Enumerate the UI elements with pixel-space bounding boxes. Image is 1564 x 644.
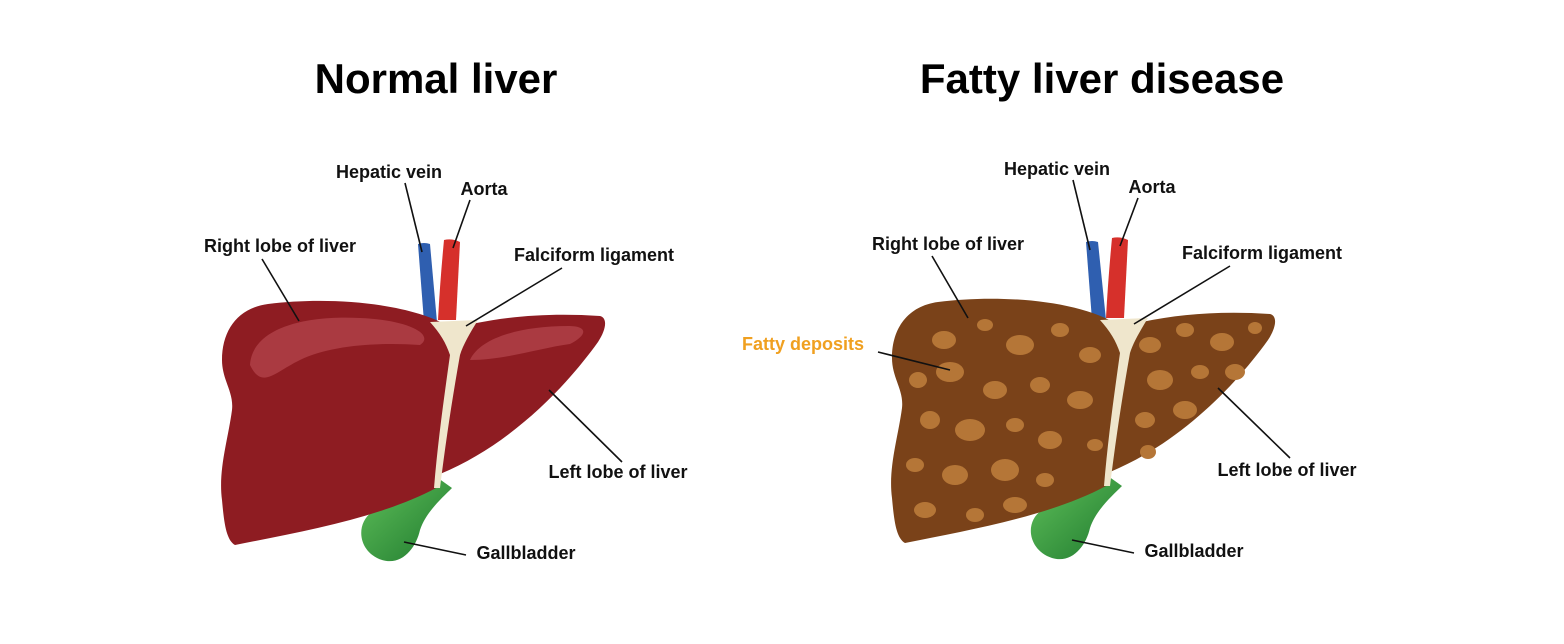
normal-falciform-ligament <box>430 320 478 488</box>
fat-deposit <box>1003 497 1027 513</box>
fatty-label-right-lobe: Right lobe of liver <box>872 234 1024 254</box>
fat-deposit <box>1051 323 1069 337</box>
fatty-label-hepatic-vein: Hepatic vein <box>1004 159 1110 179</box>
normal-label-left-lobe: Left lobe of liver <box>548 462 687 482</box>
fatty-falciform-ligament <box>1100 318 1148 486</box>
fat-deposit <box>1038 431 1062 449</box>
fat-deposit <box>977 319 993 331</box>
normal-hepatic-vein <box>418 243 437 322</box>
fat-deposit <box>991 459 1019 481</box>
normal-liver-panel: Normal liver Hepatic vein Aorta Right lo… <box>204 55 688 563</box>
fat-deposit <box>932 331 956 349</box>
fat-deposit <box>920 411 940 429</box>
fatty-hepatic-vein <box>1086 241 1106 320</box>
normal-gallbladder <box>361 478 452 562</box>
fatty-gallbladder <box>1030 476 1122 560</box>
normal-left-lobe-highlight <box>470 326 584 360</box>
fatty-deposits <box>906 319 1262 522</box>
fat-deposit <box>1210 333 1234 351</box>
normal-label-hepatic-vein: Hepatic vein <box>336 162 442 182</box>
fat-deposit <box>1067 391 1093 409</box>
fat-deposit <box>1079 347 1101 363</box>
fatty-label-aorta: Aorta <box>1128 177 1176 197</box>
fat-deposit <box>1139 337 1161 353</box>
fat-deposit <box>1006 335 1034 355</box>
fat-deposit <box>955 419 985 441</box>
fat-deposit <box>1248 322 1262 334</box>
fat-deposit <box>1006 418 1024 432</box>
fatty-liver-title: Fatty liver disease <box>920 55 1284 102</box>
fat-deposit <box>983 381 1007 399</box>
normal-label-right-lobe: Right lobe of liver <box>204 236 356 256</box>
fatty-liver-panel: Fatty liver disease <box>742 55 1357 561</box>
fat-deposit <box>1191 365 1209 379</box>
fat-deposit <box>1087 439 1103 451</box>
fat-deposit <box>966 508 984 522</box>
fat-deposit <box>1173 401 1197 419</box>
fat-deposit <box>942 465 968 485</box>
normal-liver-title: Normal liver <box>315 55 558 102</box>
fat-deposit <box>909 372 927 388</box>
normal-label-aorta: Aorta <box>460 179 508 199</box>
fat-deposit <box>914 502 936 518</box>
fat-deposit <box>1036 473 1054 487</box>
fat-deposit <box>1140 445 1156 459</box>
fat-deposit <box>1030 377 1050 393</box>
fatty-label-left-lobe: Left lobe of liver <box>1217 460 1356 480</box>
fat-deposit <box>1147 370 1173 390</box>
fat-deposit <box>1225 364 1245 380</box>
normal-label-falciform: Falciform ligament <box>514 245 674 265</box>
fatty-label-falciform: Falciform ligament <box>1182 243 1342 263</box>
normal-right-lobe-highlight <box>250 317 425 378</box>
fatty-aorta <box>1106 237 1128 318</box>
fat-deposit <box>906 458 924 472</box>
fatty-label-fatty-deposits: Fatty deposits <box>742 334 864 354</box>
normal-aorta <box>438 239 460 320</box>
normal-label-gallbladder: Gallbladder <box>476 543 575 563</box>
fat-deposit <box>936 362 964 382</box>
fat-deposit <box>1135 412 1155 428</box>
fatty-label-gallbladder: Gallbladder <box>1144 541 1243 561</box>
fat-deposit <box>1176 323 1194 337</box>
